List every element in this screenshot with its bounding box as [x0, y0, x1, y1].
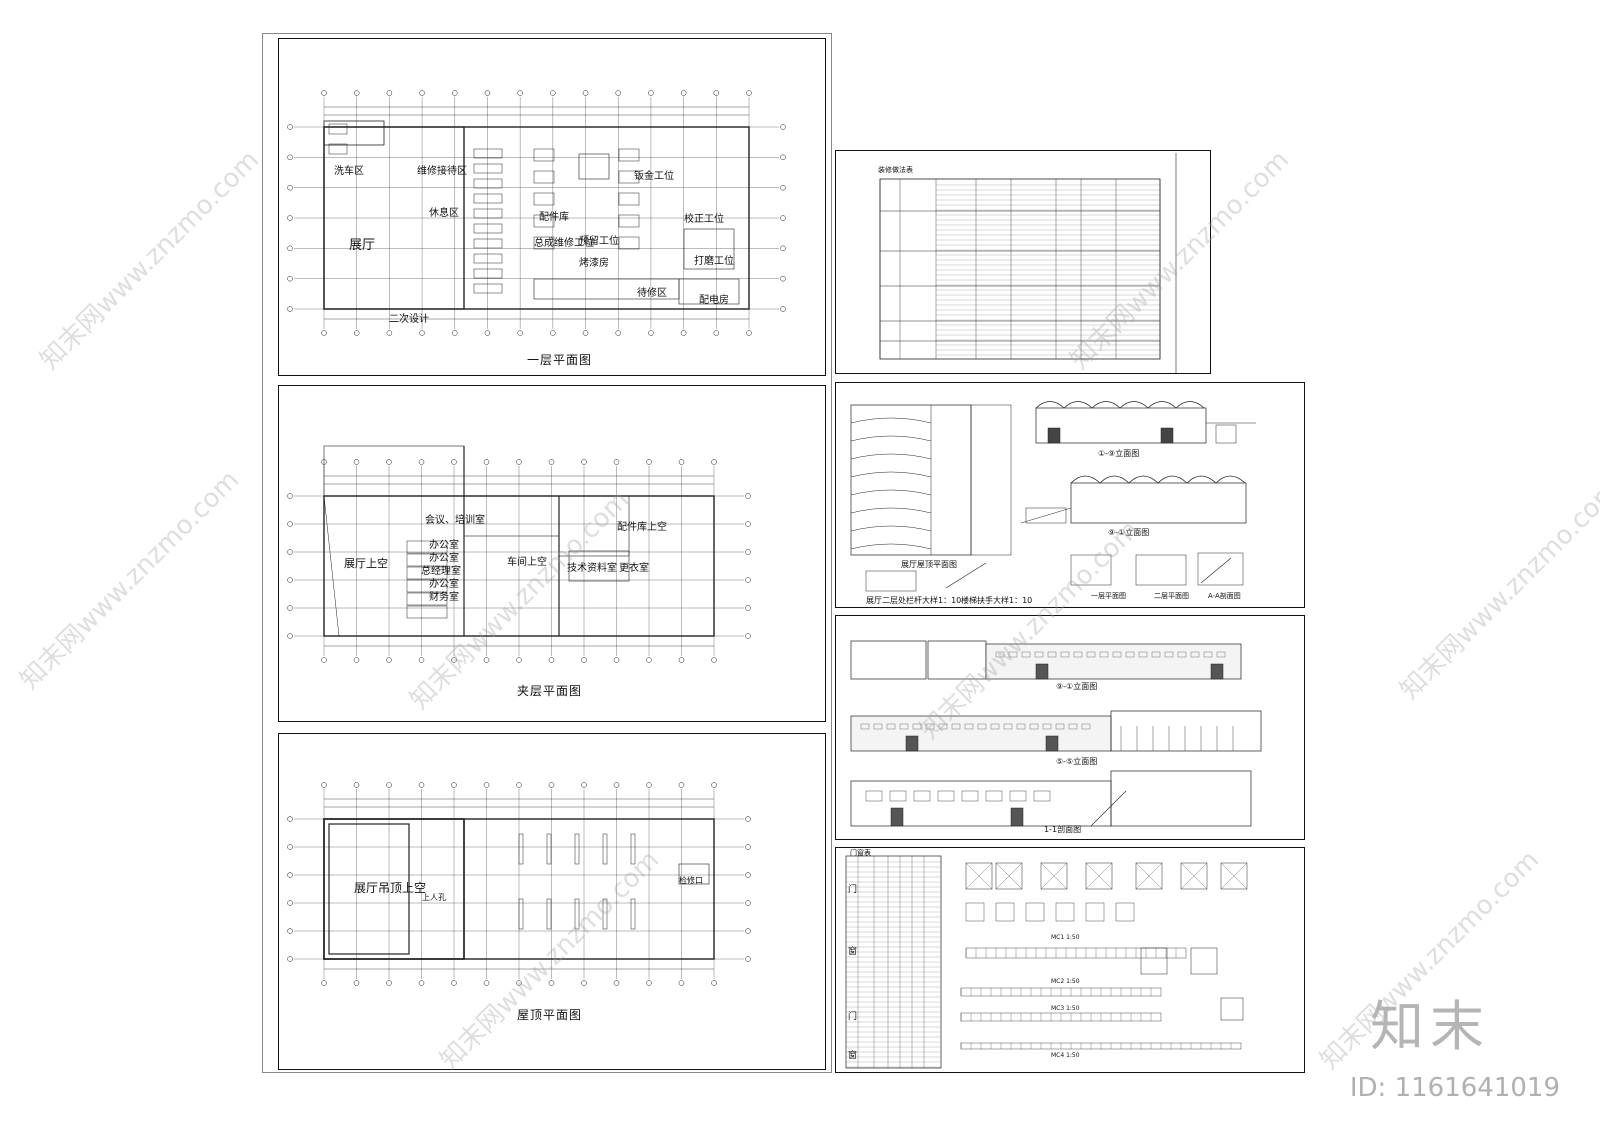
plan-1-room-2: 维修接待区: [417, 166, 467, 177]
plan-2-room-2: 会议、培训室: [425, 515, 485, 526]
watermark-1: 知末网www.znzmo.com: [34, 144, 266, 376]
doors-label-mc4: MC4 1:50: [1051, 1052, 1080, 1059]
plan-1-room-11: 烤漆房: [579, 258, 609, 269]
sheet-doors-windows: 门窗表 门 窗 门 窗 MC1 1:50 MC2 1:50 MC3 1:50 M…: [835, 847, 1305, 1073]
elev1-label-7: 二层平面图: [1154, 592, 1189, 600]
plan-1-room-14: 二次设计: [389, 314, 429, 325]
sheet-plan-1: 一层平面图 展厅 维修接待区 休息区 钣金工位 预留工位 配件库 校正工位 待修…: [278, 38, 826, 376]
plan-2-room-5: 总经理室: [421, 566, 461, 577]
elev2-label-3: 1-1剖面图: [1044, 825, 1082, 834]
elev1-label-4: 展厅二层处栏杆大样1：10: [866, 596, 962, 605]
watermark-2: 知末网www.znzmo.com: [14, 464, 246, 696]
doors-windows-drawing: [845, 855, 1248, 1069]
plan-1-room-1: 展厅: [349, 238, 376, 253]
sheet-plan-3: 屋顶平面图 展厅吊顶上空 上人孔 检修口: [278, 733, 826, 1070]
sheet-notes: 装修做法表: [835, 150, 1211, 374]
brand-logo: 知末: [1370, 995, 1490, 1058]
plan-1-room-8: 待修区: [637, 288, 667, 299]
watermark-6: 知末网www.znzmo.com: [1394, 474, 1600, 706]
doors-group-4: 窗: [848, 1051, 858, 1061]
notes-title: 装修做法表: [878, 166, 913, 174]
sheet-frame-left: [262, 33, 832, 1073]
plan-2-drawing: [287, 445, 751, 663]
doors-label-mc1: MC1 1:50: [1051, 934, 1080, 941]
elev1-label-5: 楼梯扶手大样1：10: [961, 596, 1033, 605]
elev1-label-6: 一层平面图: [1091, 592, 1126, 600]
elev1-label-2: ⑨-①立面图: [1108, 528, 1150, 537]
plan-1-room-6: 配件库: [539, 212, 569, 223]
plan-2-room-11: 更衣室: [619, 563, 649, 574]
doors-label-mc2: MC2 1:50: [1051, 978, 1080, 985]
plan-2-room-4: 办公室: [429, 553, 459, 564]
sheet-elevations-1: ①-⑨立面图 ⑨-①立面图 展厅屋顶平面图 展厅二层处栏杆大样1：10 楼梯扶手…: [835, 382, 1305, 608]
plan-1-room-5: 预留工位: [579, 236, 619, 247]
plan-1-room-7: 校正工位: [684, 214, 724, 225]
elevations-1-drawing: [850, 401, 1256, 592]
doors-group-3: 门: [848, 1012, 858, 1022]
elevations-2-drawing: [850, 640, 1262, 827]
plan-2-room-1: 展厅上空: [344, 557, 388, 570]
plan-1-room-13: 洗车区: [334, 166, 364, 177]
elev2-label-1: ⑨-①立面图: [1056, 682, 1098, 691]
brand-id: ID: 1161641019: [1349, 1073, 1560, 1103]
plan-1-room-12: 打磨工位: [694, 256, 734, 267]
plan-2-room-7: 财务室: [429, 592, 459, 603]
plan-2-room-10: 技术资料室: [567, 563, 617, 574]
elev1-label-8: A-A剖面图: [1208, 592, 1241, 600]
plan-1-room-4: 钣金工位: [634, 171, 674, 182]
plan-2-title: 夹层平面图: [517, 684, 583, 698]
elev1-label-3: 展厅屋顶平面图: [901, 560, 957, 569]
plan-3-drawing: [287, 782, 751, 986]
doors-group-1: 门: [848, 885, 858, 895]
doors-label-mc3: MC3 1:50: [1051, 1005, 1080, 1012]
plan-2-room-3: 办公室: [429, 540, 459, 551]
plan-1-drawing: [287, 90, 786, 336]
elev1-label-1: ①-⑨立面图: [1098, 449, 1140, 458]
plan-3-room-1: 展厅吊顶上空: [354, 881, 427, 895]
sheet-plan-2: 夹层平面图 展厅上空 会议、培训室 办公室 办公室 总经理室 办公室 财务室 车…: [278, 385, 826, 722]
doors-title: 门窗表: [850, 849, 871, 857]
plan-2-room-9: 配件库上空: [617, 522, 667, 533]
notes-table-drawing: [879, 153, 1177, 373]
doors-group-2: 窗: [848, 947, 858, 957]
plan-2-room-8: 车间上空: [507, 557, 547, 568]
plan-1-room-9: 配电房: [699, 295, 729, 306]
plan-1-title: 一层平面图: [527, 353, 593, 367]
sheet-elevations-2: ⑨-①立面图 ⑤-⑤立面图 1-1剖面图: [835, 615, 1305, 840]
plan-3-room-2: 上人孔: [422, 893, 446, 902]
plan-3-title: 屋顶平面图: [517, 1008, 583, 1022]
elev2-label-2: ⑤-⑤立面图: [1056, 757, 1098, 766]
plan-2-room-6: 办公室: [429, 579, 459, 590]
plan-3-room-3: 检修口: [679, 876, 703, 885]
plan-1-room-3: 休息区: [429, 208, 459, 219]
plan-1-room-10: 总成维修工位: [534, 238, 594, 249]
